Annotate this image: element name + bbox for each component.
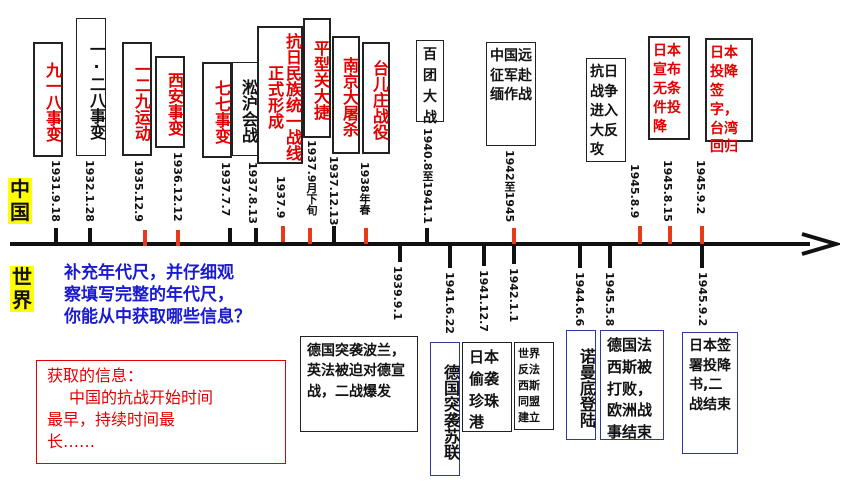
world-tick (608, 246, 612, 268)
info-box: 获取的信息： 中国的抗战开始时间 最早，持续时间最 长…… (36, 360, 286, 464)
world-event-box: 日本签署投降书,二战结束 (682, 332, 738, 454)
world-event-date: 1945.9.2 (696, 272, 709, 327)
world-event-date: 1945.5.8 (603, 272, 616, 327)
china-event-date: 1932.1.28 (83, 160, 96, 222)
prompt-line: 你能从中获取哪些信息？ (64, 307, 251, 328)
world-event-box: 德国突袭苏联 (430, 342, 460, 476)
china-label: 中国 (8, 177, 32, 224)
info-line: 长…… (47, 432, 96, 452)
instruction-prompt: 补充年代尺，并仔细观 察填写完整的年代尺， 你能从中获取哪些信息？ (64, 262, 304, 328)
world-label: 世界 (10, 265, 34, 312)
world-event-date: 1941.6.22 (443, 272, 456, 334)
china-tick (425, 228, 429, 244)
china-tick (143, 230, 147, 246)
world-tick (578, 246, 582, 268)
china-tick (512, 228, 516, 244)
china-event-date: 1931.9.18 (49, 160, 62, 222)
china-tick (364, 228, 368, 244)
world-tick (512, 246, 516, 264)
china-tick (332, 226, 336, 242)
china-event-date: 1937.9月下旬 (305, 140, 318, 216)
world-event-box: 德国突袭波兰，英法被迫对德宣战，二战爆发 (300, 336, 418, 432)
world-tick (448, 246, 452, 268)
china-event-date: 1945.8.15 (661, 160, 674, 222)
china-tick (638, 226, 642, 244)
china-event-date: 1945.9.2 (694, 160, 707, 215)
china-event-box: 百团大战 (416, 40, 444, 126)
timeline-arrowhead (801, 232, 840, 256)
china-tick (700, 226, 704, 244)
china-event-date: 1945.8.9 (628, 164, 641, 219)
china-event-date: 1938年春 (358, 162, 371, 215)
world-tick (700, 246, 704, 268)
world-event-date: 1941.12.7 (477, 270, 490, 332)
china-event-box: 一二九运动 (122, 42, 152, 156)
china-tick (54, 228, 58, 244)
world-tick (482, 246, 486, 266)
china-event-box: 一·二八事变 (76, 18, 106, 156)
china-event-date: 1935.12.9 (132, 160, 145, 222)
china-tick (228, 228, 232, 244)
china-event-box: 日本宣布无条件投降 (648, 36, 690, 140)
china-event-box: 抗日战争进入大反攻 (586, 58, 626, 162)
china-event-date: 1937.9 (274, 176, 287, 219)
world-event-date: 1939.9.1 (391, 266, 404, 321)
china-event-date: 1936.12.12 (171, 152, 184, 222)
prompt-line: 补充年代尺，并仔细观 (64, 263, 234, 283)
world-tick (398, 246, 402, 262)
info-title: 获取的信息： (47, 366, 144, 385)
world-event-box: 德国法西斯被打败，欧洲战事结束 (600, 330, 664, 441)
china-event-date: 1937.12.13 (327, 156, 340, 226)
china-event-box: 平型关大捷 (303, 18, 331, 138)
china-tick (88, 228, 92, 244)
china-tick (254, 228, 258, 244)
prompt-line: 察填写完整的年代尺， (64, 285, 234, 306)
china-event-box: 南京大屠杀 (332, 36, 360, 154)
info-line: 中国的抗战开始时间 (69, 388, 214, 408)
world-event-box: 日本偷袭珍珠港 (462, 342, 512, 432)
china-tick (281, 226, 285, 242)
china-event-box: 七七事变 (202, 62, 232, 158)
world-event-box: 世界反法西斯同盟建立 (514, 342, 554, 430)
china-event-box: 九一八事变 (33, 42, 63, 157)
china-tick (668, 226, 672, 244)
china-event-box: 中国远征军赴缅作战 (486, 42, 536, 146)
china-event-date: 1937.7.7 (219, 162, 232, 217)
world-event-date: 1944.6.6 (573, 272, 586, 327)
china-event-box: 淞沪会战 (232, 62, 258, 156)
timeline-axis (10, 242, 810, 246)
china-event-date: 1940.8至1941.1 (421, 128, 434, 224)
china-event-date: 1942至1945 (503, 150, 516, 223)
info-line: 最早，持续时间最 (47, 410, 176, 430)
world-event-date: 1942.1.1 (507, 268, 520, 323)
china-tick (308, 228, 312, 244)
china-event-box: 西安事变 (155, 56, 185, 148)
china-event-box: 抗日民族统一战线正式形成 (257, 26, 303, 164)
world-event-box: 诺曼底登陆 (566, 330, 596, 440)
china-event-box: 台儿庄战役 (362, 42, 390, 154)
china-tick (176, 230, 180, 246)
china-event-date: 1937.8.13 (246, 162, 259, 224)
china-event-box: 日本投降签字，台湾回归 (705, 38, 753, 155)
